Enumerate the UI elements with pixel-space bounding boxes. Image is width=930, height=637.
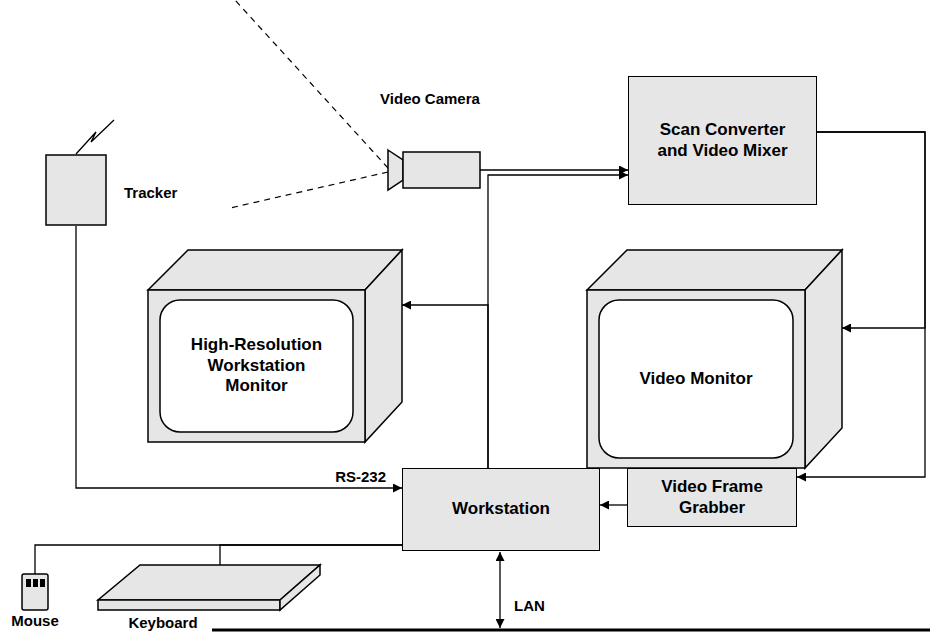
node-label: Video Frame Grabber [652,477,772,518]
node-outline [587,250,842,468]
mouse-button [26,579,31,587]
text-holder: Tracker [124,184,177,202]
signal-label: RS-232 [333,468,388,485]
camera-view-line [230,172,388,208]
keyboard-device: Keyboard [98,560,320,632]
connector [402,305,488,468]
text-holder: Mouse [0,612,72,630]
keyboard-front [98,600,280,610]
network-label: LAN [512,597,547,614]
mouse-body [22,574,48,610]
lan-bus [212,629,930,632]
node-outline [46,118,210,226]
connector [76,226,402,488]
text-holder: Video Camera [350,90,510,108]
video-camera: Video Camera [380,86,480,192]
mouse-button [33,579,38,587]
node-label: Video Monitor [639,369,752,389]
text-holder: Keyboard [98,614,228,632]
camera-body [403,152,480,188]
mouse-button [40,579,45,587]
process-box: Scan Converter and Video Mixer [628,76,817,205]
node-label: Keyboard [98,614,228,632]
connector [220,545,402,565]
mouse-device: Mouse [18,568,52,630]
camera-lens [388,150,403,190]
tracker-device: Tracker [46,118,210,226]
node-label: Mouse [0,612,72,630]
process-box: Workstation [402,468,600,551]
connector [600,504,627,505]
monitor-side [805,250,842,468]
lan-link-arrow [499,552,500,628]
monitor-front [148,290,365,442]
monitor-screen [160,300,353,432]
keyboard-side [280,565,320,610]
monitor-front [587,290,805,468]
node-label: Tracker [124,184,177,202]
text-holder: Video Monitor [601,302,791,456]
monitor: Video Monitor [587,250,842,468]
monitor-top [148,250,402,290]
monitor-screen [599,300,793,458]
antenna-symbol [76,120,114,154]
connector [480,169,628,170]
node-label: Scan Converter and Video Mixer [652,120,794,161]
node-label: Video Camera [350,90,510,108]
monitor: High-Resolution Workstation Monitor [148,250,402,442]
monitor-side [365,250,402,442]
text-holder: High-Resolution Workstation Monitor [162,302,351,430]
tracker-box [46,155,106,225]
monitor-top [587,250,842,290]
node-label: High-Resolution Workstation Monitor [182,335,332,396]
process-box: Video Frame Grabber [627,468,797,527]
camera-view-line [235,0,388,168]
node-label: Workstation [452,499,550,519]
